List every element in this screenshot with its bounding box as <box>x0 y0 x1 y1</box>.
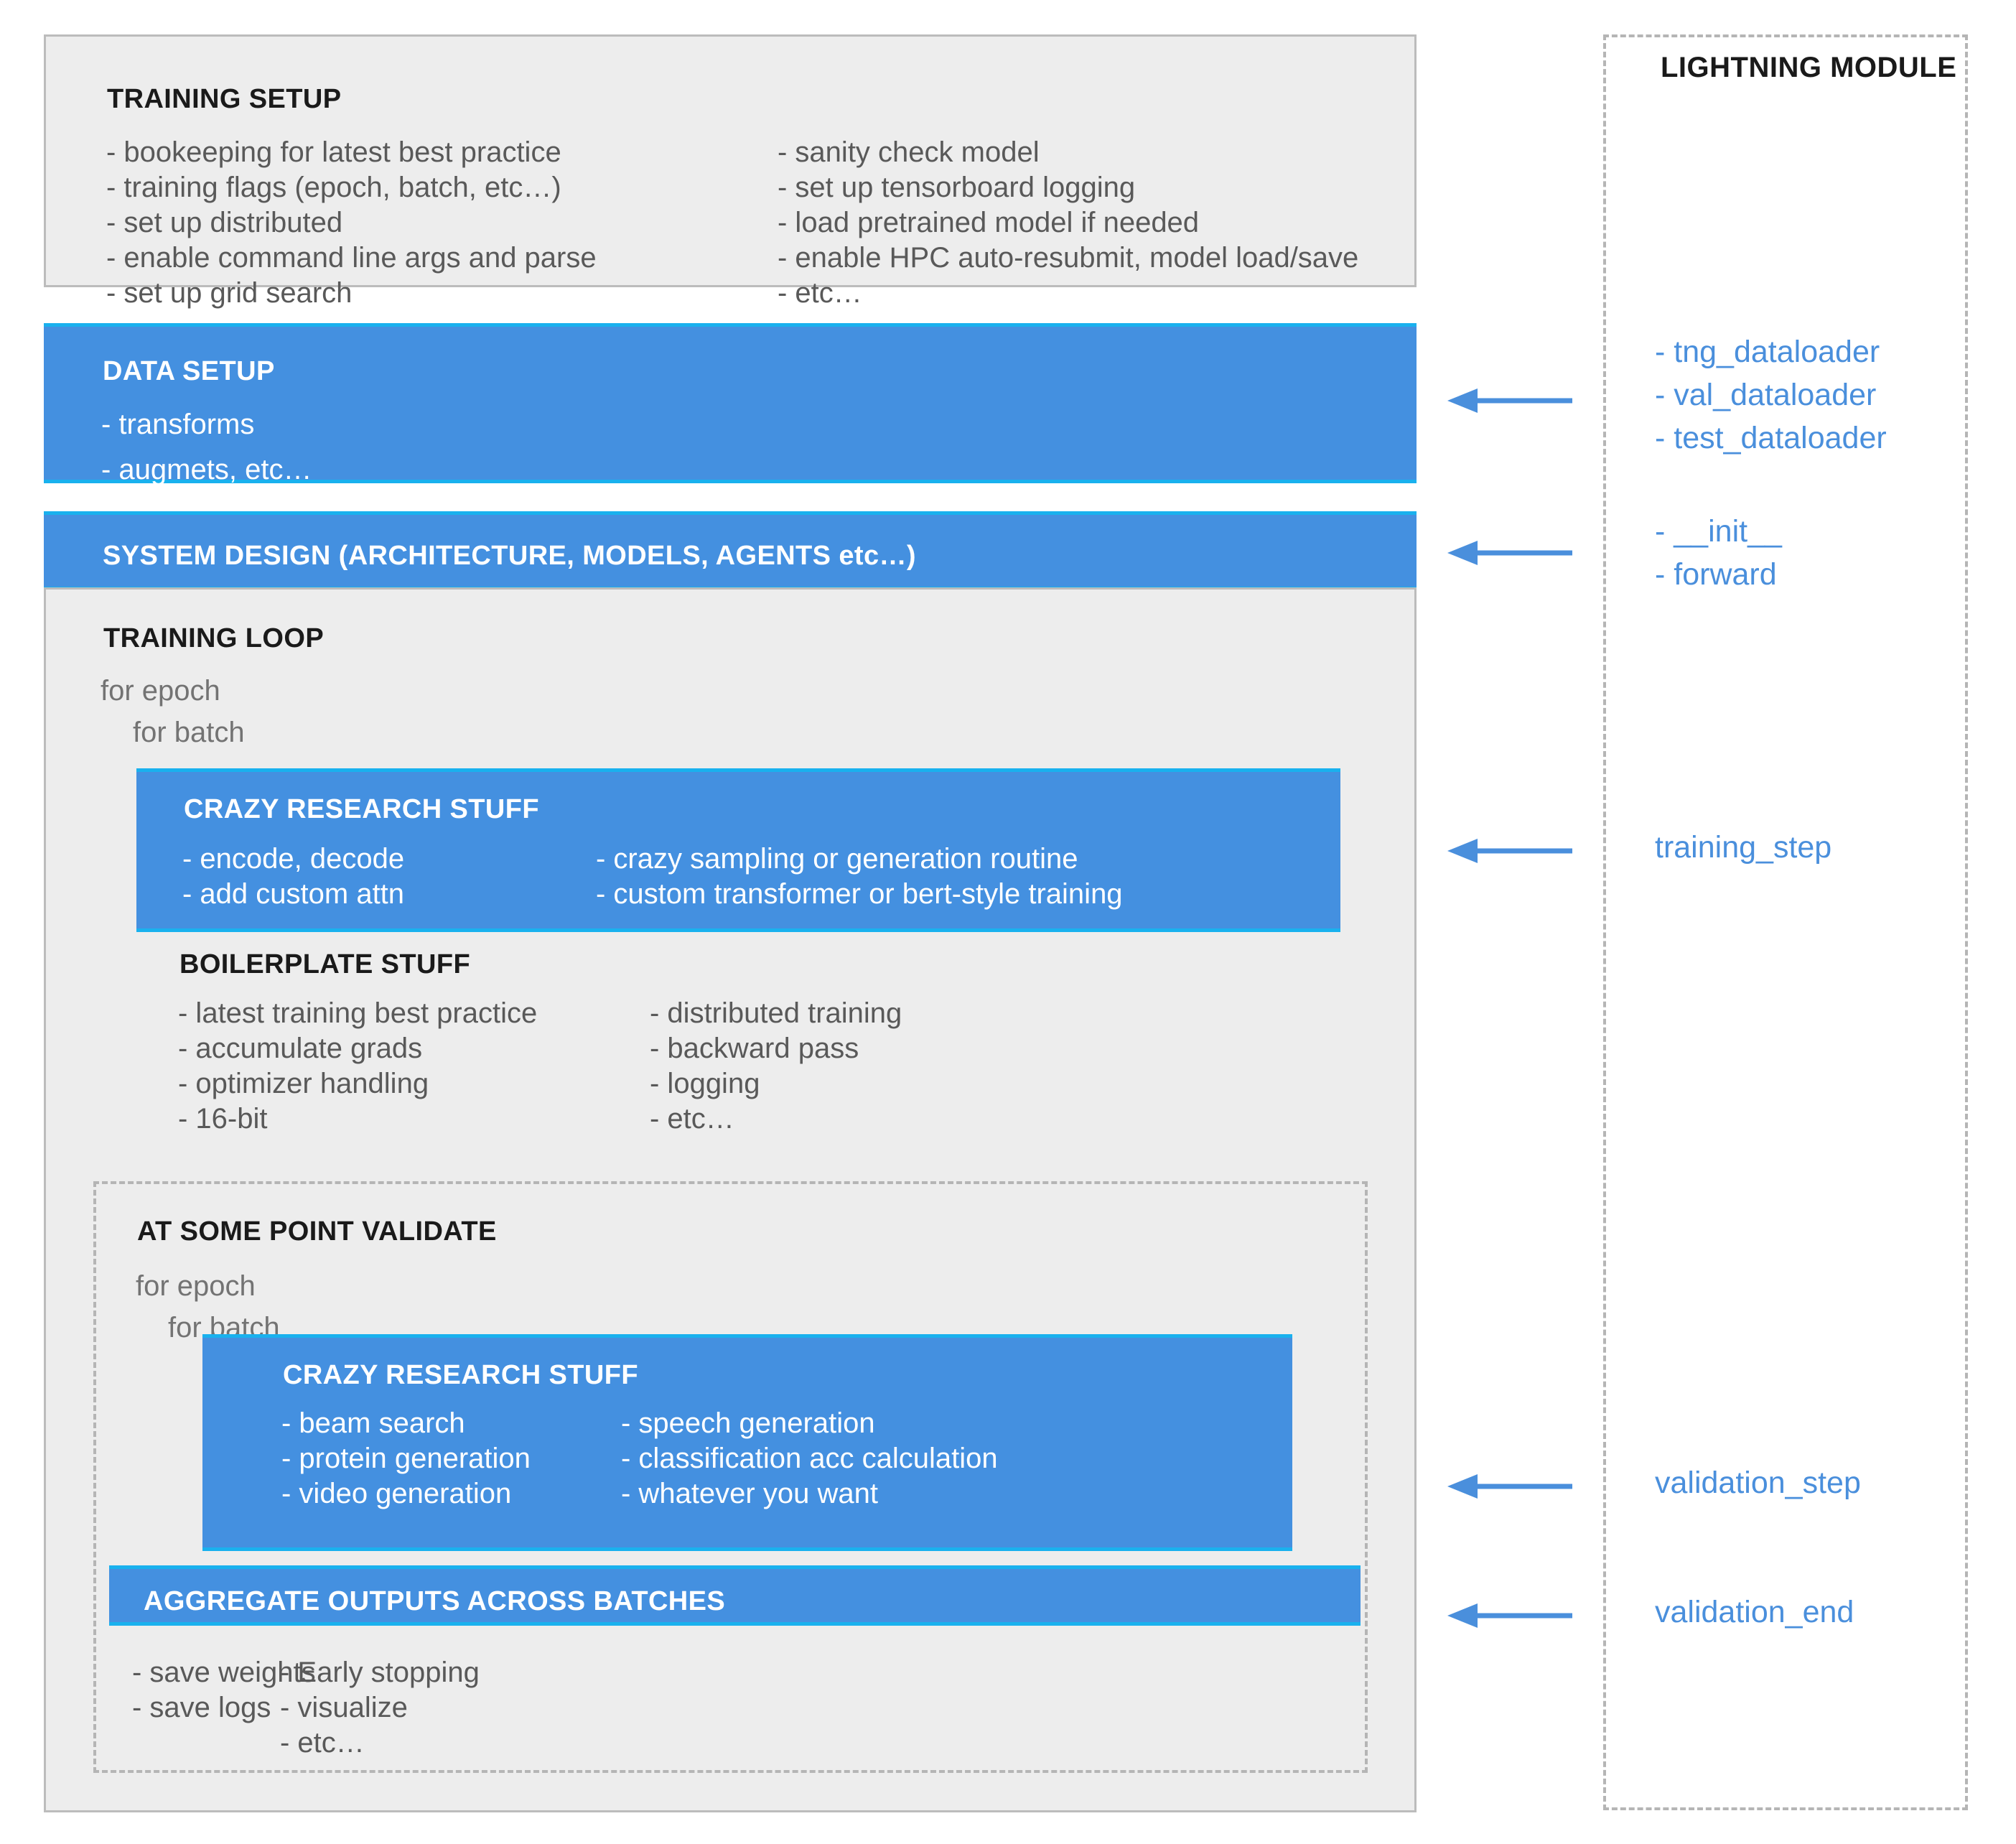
list-item: - whatever you want <box>621 1478 878 1509</box>
boilerplate-right-column: - distributed training - backward pass -… <box>650 996 902 1137</box>
list-item: - etc… <box>778 277 862 309</box>
list-item: - enable HPC auto-resubmit, model load/s… <box>778 242 1359 274</box>
crazy-research-training-panel: CRAZY RESEARCH STUFF - encode, decode - … <box>136 768 1340 932</box>
lm-validation-end: validation_end <box>1655 1595 1854 1629</box>
list-item: - transforms <box>101 409 255 440</box>
arrow-validation-step-icon <box>1447 1474 1572 1499</box>
crazy-research-left-column: - encode, decode - add custom attn <box>182 842 404 912</box>
system-design-title: SYSTEM DESIGN (ARCHITECTURE, MODELS, AGE… <box>103 541 916 571</box>
for-batch-line: for batch <box>133 717 245 748</box>
training-loop-title: TRAINING LOOP <box>103 623 325 653</box>
lm-training-step: training_step <box>1655 830 1832 865</box>
list-item: - augmets, etc… <box>101 454 312 485</box>
list-item: - etc… <box>280 1727 365 1759</box>
crazy-research-left-column: - beam search - protein generation - vid… <box>281 1406 531 1512</box>
validate-title: AT SOME POINT VALIDATE <box>137 1216 497 1247</box>
list-item: - add custom attn <box>182 878 405 910</box>
list-item: - save logs <box>132 1692 271 1723</box>
aggregate-title: AGGREGATE OUTPUTS ACROSS BATCHES <box>144 1586 726 1616</box>
lm-test-dataloader: - test_dataloader <box>1655 421 1887 455</box>
lm-validation-step: validation_step <box>1655 1466 1861 1500</box>
data-setup-panel: DATA SETUP - transforms - augmets, etc… <box>44 323 1417 485</box>
list-item: - bookeeping for latest best practice <box>106 136 561 168</box>
list-item: - latest training best practice <box>178 997 538 1029</box>
list-item: - training flags (epoch, batch, etc…) <box>106 172 561 203</box>
list-item: - distributed training <box>650 997 902 1029</box>
boilerplate-left-column: - latest training best practice - accumu… <box>178 996 537 1137</box>
for-epoch-line: for epoch <box>101 675 220 707</box>
list-item: - logging <box>650 1068 760 1099</box>
list-item: - set up tensorboard logging <box>778 172 1136 203</box>
list-item: - encode, decode <box>182 843 405 875</box>
crazy-research-validation-panel: CRAZY RESEARCH STUFF - beam search - pro… <box>202 1334 1292 1551</box>
data-setup-title: DATA SETUP <box>103 356 275 386</box>
list-item: - sanity check model <box>778 136 1040 168</box>
list-item: - beam search <box>281 1407 465 1439</box>
list-item: - load pretrained model if needed <box>778 207 1200 238</box>
lm-tng-dataloader: - tng_dataloader <box>1655 335 1880 369</box>
list-item: - Early stopping <box>280 1657 480 1688</box>
aggregate-outputs-panel: AGGREGATE OUTPUTS ACROSS BATCHES <box>109 1565 1361 1626</box>
list-item: - set up distributed <box>106 207 343 238</box>
validate-for-epoch-line: for epoch <box>136 1270 256 1302</box>
arrow-validation-end-icon <box>1447 1603 1572 1628</box>
save-left-column: - save weights - save logs <box>132 1655 316 1726</box>
arrow-system-design-icon <box>1447 541 1572 565</box>
list-item: - save weights <box>132 1657 316 1688</box>
training-setup-panel: TRAINING SETUP - bookeeping for latest b… <box>44 34 1417 309</box>
list-item: - custom transformer or bert-style train… <box>596 878 1123 910</box>
lightning-module-panel <box>1603 34 1968 1810</box>
crazy-research-title: CRAZY RESEARCH STUFF <box>184 794 539 824</box>
boilerplate-title: BOILERPLATE STUFF <box>179 949 471 979</box>
list-item: - backward pass <box>650 1033 859 1064</box>
list-item: - optimizer handling <box>178 1068 429 1099</box>
arrow-dataloaders-icon <box>1447 388 1572 413</box>
crazy-research-right-column: - crazy sampling or generation routine -… <box>596 842 1123 912</box>
save-right-column: - Early stopping - visualize - etc… <box>280 1655 480 1761</box>
list-item: - classification acc calculation <box>621 1443 998 1474</box>
arrow-training-step-icon <box>1447 839 1572 863</box>
list-item: - set up grid search <box>106 277 353 309</box>
lm-val-dataloader: - val_dataloader <box>1655 378 1877 412</box>
system-design-panel: SYSTEM DESIGN (ARCHITECTURE, MODELS, AGE… <box>44 511 1417 590</box>
training-setup-left-column: - bookeeping for latest best practice - … <box>106 135 597 311</box>
training-setup-right-column: - sanity check model - set up tensorboar… <box>778 135 1358 311</box>
list-item: - video generation <box>281 1478 512 1509</box>
crazy-research-title: CRAZY RESEARCH STUFF <box>283 1360 638 1390</box>
list-item: - 16-bit <box>178 1103 268 1135</box>
training-setup-title: TRAINING SETUP <box>107 84 342 114</box>
list-item: - etc… <box>650 1103 734 1135</box>
lightning-module-title: LIGHTNING MODULE <box>1661 52 1957 83</box>
list-item: - crazy sampling or generation routine <box>596 843 1078 875</box>
list-item: - visualize <box>280 1692 408 1723</box>
list-item: - accumulate grads <box>178 1033 423 1064</box>
crazy-research-right-column: - speech generation - classification acc… <box>621 1406 998 1512</box>
lm-init: - __init__ <box>1655 514 1782 549</box>
list-item: - protein generation <box>281 1443 531 1474</box>
list-item: - speech generation <box>621 1407 875 1439</box>
list-item: - enable command line args and parse <box>106 242 597 274</box>
lm-forward: - forward <box>1655 557 1777 592</box>
